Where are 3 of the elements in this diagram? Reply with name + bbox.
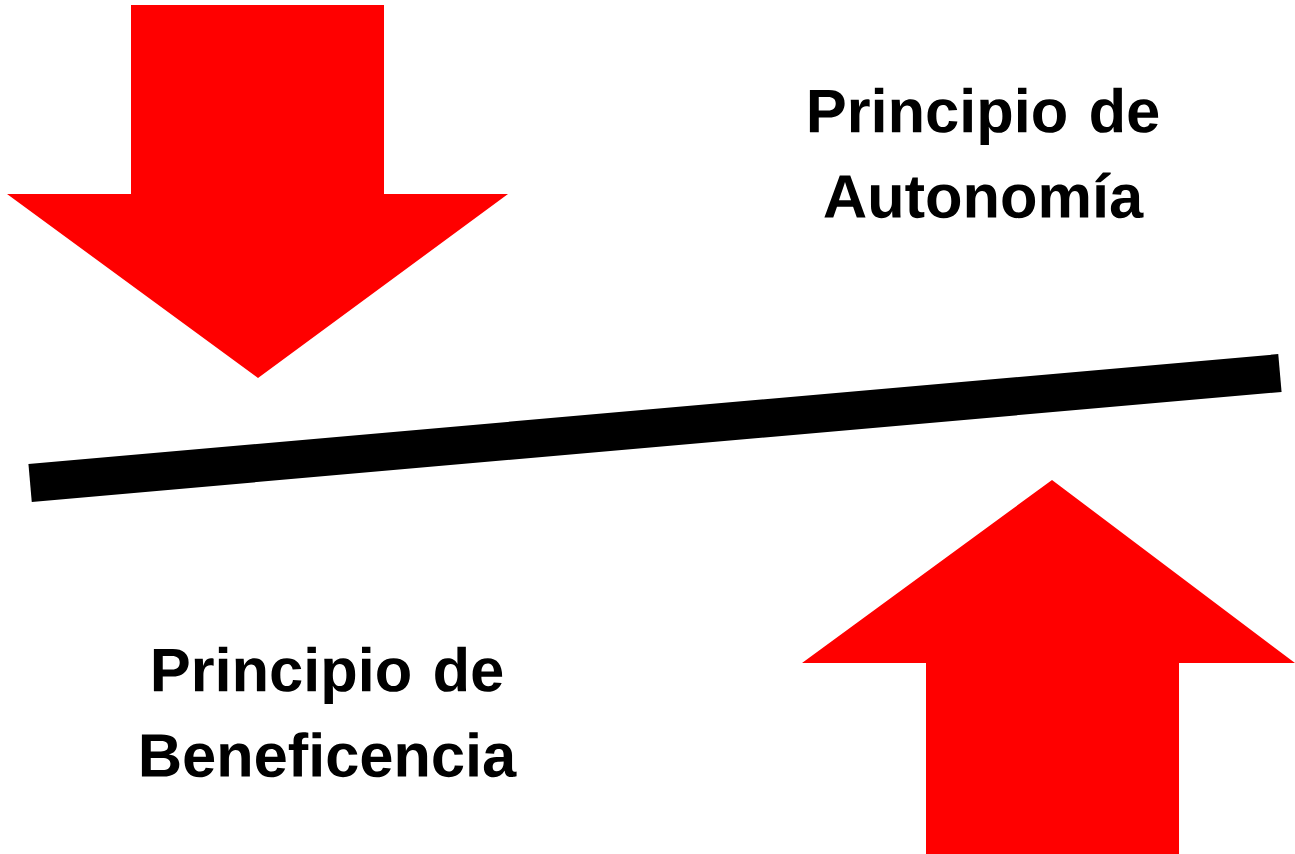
label-text: Principio de Autonomía — [809, 87, 1159, 219]
label-text: Principio de Beneficencia — [141, 646, 517, 778]
balance-beam — [28, 354, 1282, 502]
